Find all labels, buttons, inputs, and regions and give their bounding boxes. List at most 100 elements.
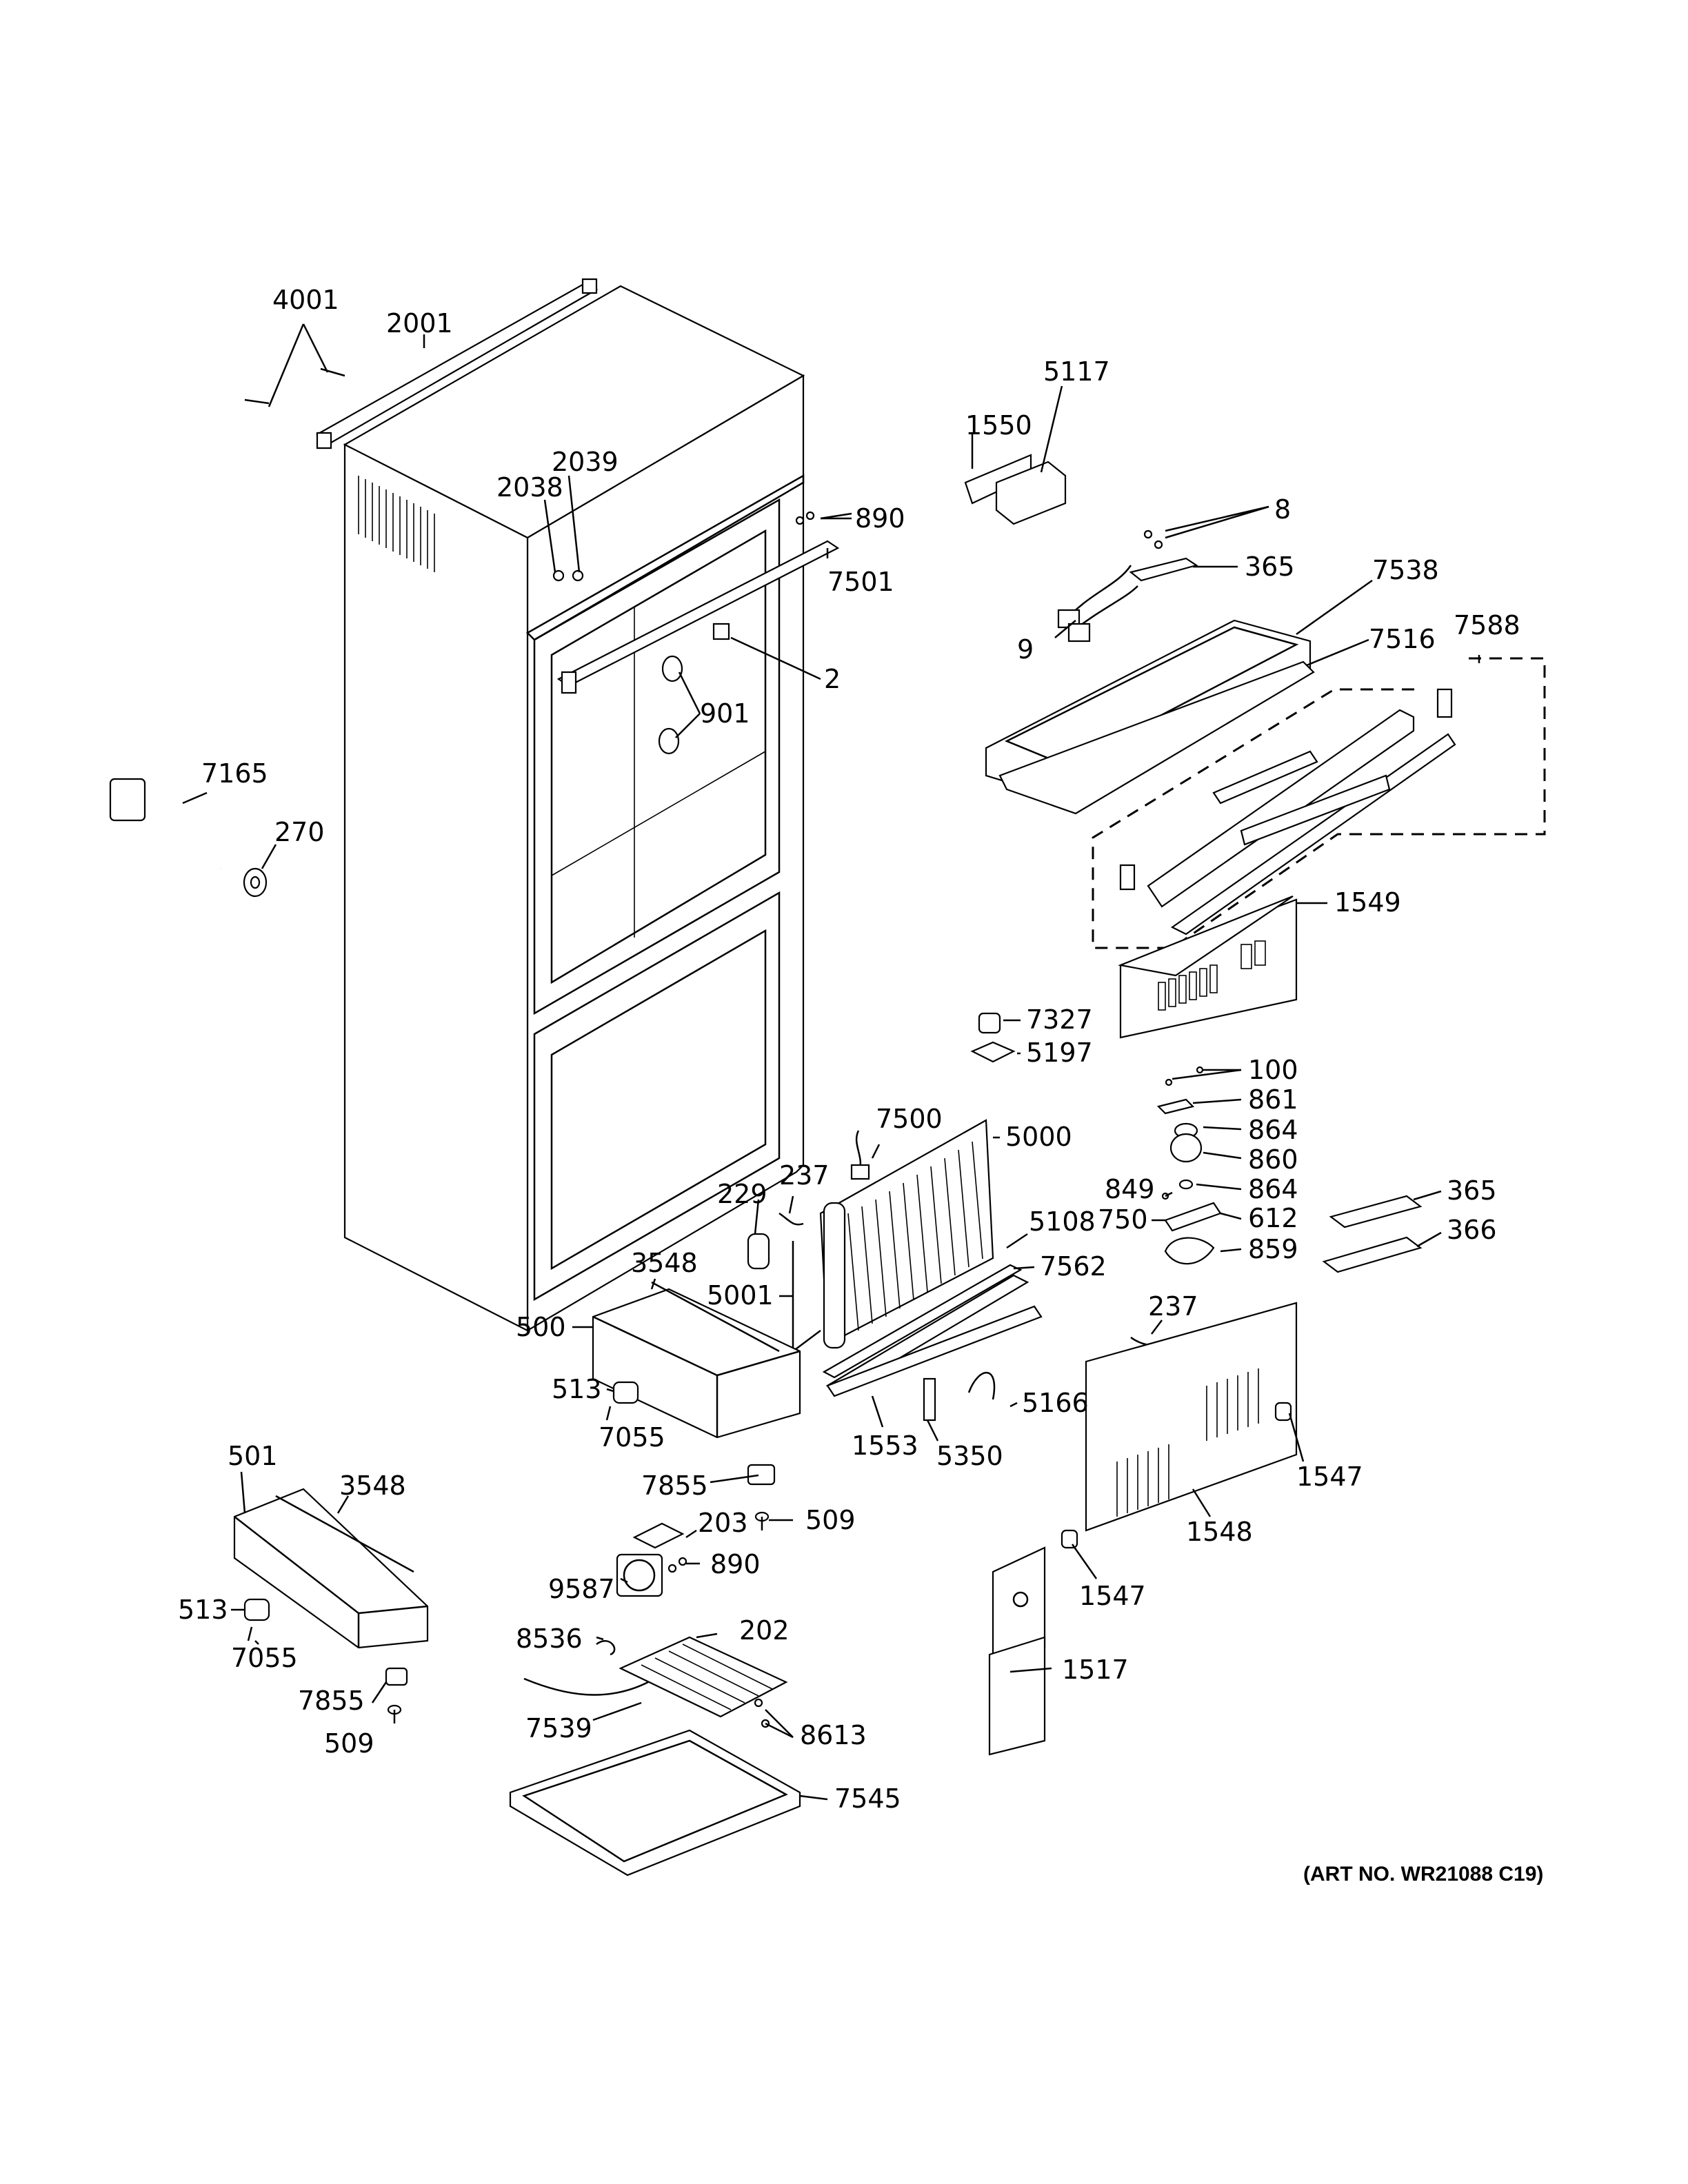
condenser-5000 (819, 1119, 994, 1349)
tube-237-a (778, 1212, 804, 1226)
top-hinge-bar-2001 (316, 278, 599, 449)
callout-1548: 1548 (1186, 1517, 1253, 1547)
callout-100: 100 (1248, 1055, 1298, 1085)
callout-864-b: 864 (1248, 1174, 1298, 1204)
control-assembly-7588 (1092, 657, 1546, 949)
screws-8 (1143, 529, 1163, 549)
clip-7327 (978, 1012, 1001, 1034)
compressor-tray-501 (233, 1488, 429, 1649)
callout-859: 859 (1248, 1234, 1298, 1264)
rod-3548-b (275, 1495, 414, 1573)
rod-3548-a (651, 1281, 780, 1353)
rail-1553 (826, 1305, 1043, 1397)
callout-270: 270 (274, 817, 325, 847)
callout-901: 901 (700, 698, 750, 729)
callout-5108: 5108 (1029, 1206, 1096, 1237)
callout-849: 849 (1105, 1174, 1155, 1204)
callout-365-top: 365 (1245, 552, 1295, 582)
callout-7562: 7562 (1040, 1251, 1107, 1282)
callout-1547-a: 1547 (1296, 1462, 1363, 1492)
cabinet-body (343, 285, 840, 1332)
bracket-203 (632, 1522, 685, 1549)
callout-3548-a: 3548 (631, 1248, 698, 1278)
callout-7539: 7539 (525, 1713, 592, 1743)
callout-2: 2 (824, 664, 841, 694)
board-365-mid (1329, 1195, 1423, 1228)
callout-1550: 1550 (965, 410, 1032, 441)
callout-7855-a: 7855 (641, 1470, 708, 1501)
callout-237-a: 237 (779, 1160, 830, 1191)
callout-2038: 2038 (496, 472, 563, 503)
callout-5166: 5166 (1022, 1388, 1089, 1418)
callout-9: 9 (1017, 634, 1034, 665)
callout-229: 229 (717, 1179, 767, 1209)
callout-864-a: 864 (1248, 1115, 1298, 1145)
callout-612: 612 (1248, 1203, 1298, 1233)
callout-365-mid: 365 (1447, 1175, 1497, 1206)
callout-9587: 9587 (548, 1574, 615, 1604)
callout-202: 202 (739, 1615, 790, 1646)
screw-7055-b (247, 1626, 253, 1641)
callout-501: 501 (228, 1441, 278, 1471)
pin-5350 (923, 1377, 936, 1422)
screws-890-bot (667, 1557, 687, 1573)
callout-5197: 5197 (1026, 1038, 1093, 1068)
screws-4001 (244, 367, 345, 405)
callout-4001: 4001 (272, 285, 339, 315)
compressor-tray-500 (592, 1288, 801, 1439)
tube-5001 (792, 1241, 821, 1353)
callout-7165: 7165 (201, 758, 268, 789)
callout-8536: 8536 (516, 1624, 583, 1654)
callout-8: 8 (1274, 494, 1291, 525)
grommet-1547-b (1061, 1529, 1078, 1549)
clip-5166 (967, 1372, 996, 1400)
fan-9587 (616, 1553, 663, 1597)
valve-8536 (596, 1640, 616, 1656)
board-366 (1322, 1236, 1423, 1273)
control-panel-1549 (1118, 895, 1298, 1039)
callout-500: 500 (516, 1312, 566, 1342)
callout-513-a: 513 (552, 1374, 602, 1404)
callout-509-a: 509 (805, 1505, 856, 1535)
callout-7855-b: 7855 (298, 1686, 365, 1716)
callout-7501: 7501 (827, 567, 894, 597)
callout-860: 860 (1248, 1144, 1298, 1175)
drain-pan-7545 (509, 1729, 801, 1877)
callout-366: 366 (1447, 1215, 1497, 1245)
bracket-7855-b (385, 1667, 408, 1686)
leader-lines (182, 323, 1480, 1801)
heater-202 (619, 1636, 788, 1718)
callout-7327: 7327 (1026, 1004, 1093, 1035)
callout-1547-b: 1547 (1079, 1581, 1146, 1611)
rear-panel-1548 (1085, 1302, 1298, 1532)
callout-1553: 1553 (852, 1430, 918, 1461)
callout-7500: 7500 (876, 1104, 943, 1134)
callout-7538: 7538 (1372, 555, 1439, 585)
callout-509-b: 509 (324, 1728, 374, 1759)
callout-5000: 5000 (1005, 1122, 1072, 1152)
relay-513-b (243, 1598, 270, 1621)
harness-9 (1057, 565, 1138, 643)
board-365-top (1129, 557, 1198, 582)
callout-5117: 5117 (1043, 356, 1110, 387)
callout-8613: 8613 (800, 1720, 867, 1750)
panel-7516 (998, 660, 1315, 815)
callout-237-b: 237 (1148, 1291, 1198, 1322)
screw-509-b (387, 1704, 402, 1723)
bracket-7855-a (747, 1464, 776, 1486)
callout-2001: 2001 (386, 308, 453, 338)
callout-5001: 5001 (707, 1280, 774, 1311)
screw-509-a (754, 1511, 770, 1530)
harness-hose-7165 (109, 778, 224, 871)
cover-5117 (995, 461, 1067, 525)
part-5197 (970, 1041, 1016, 1063)
art-number: (ART NO. WR21088 C19) (1303, 1863, 1543, 1885)
callout-7545: 7545 (834, 1783, 901, 1814)
callout-7055-a: 7055 (599, 1422, 665, 1453)
callout-861: 861 (1248, 1084, 1298, 1115)
grommet-1547-a (1274, 1402, 1292, 1422)
callout-890-bot: 890 (710, 1549, 761, 1579)
screw-7055-a (605, 1406, 612, 1421)
callout-5350: 5350 (936, 1441, 1003, 1471)
